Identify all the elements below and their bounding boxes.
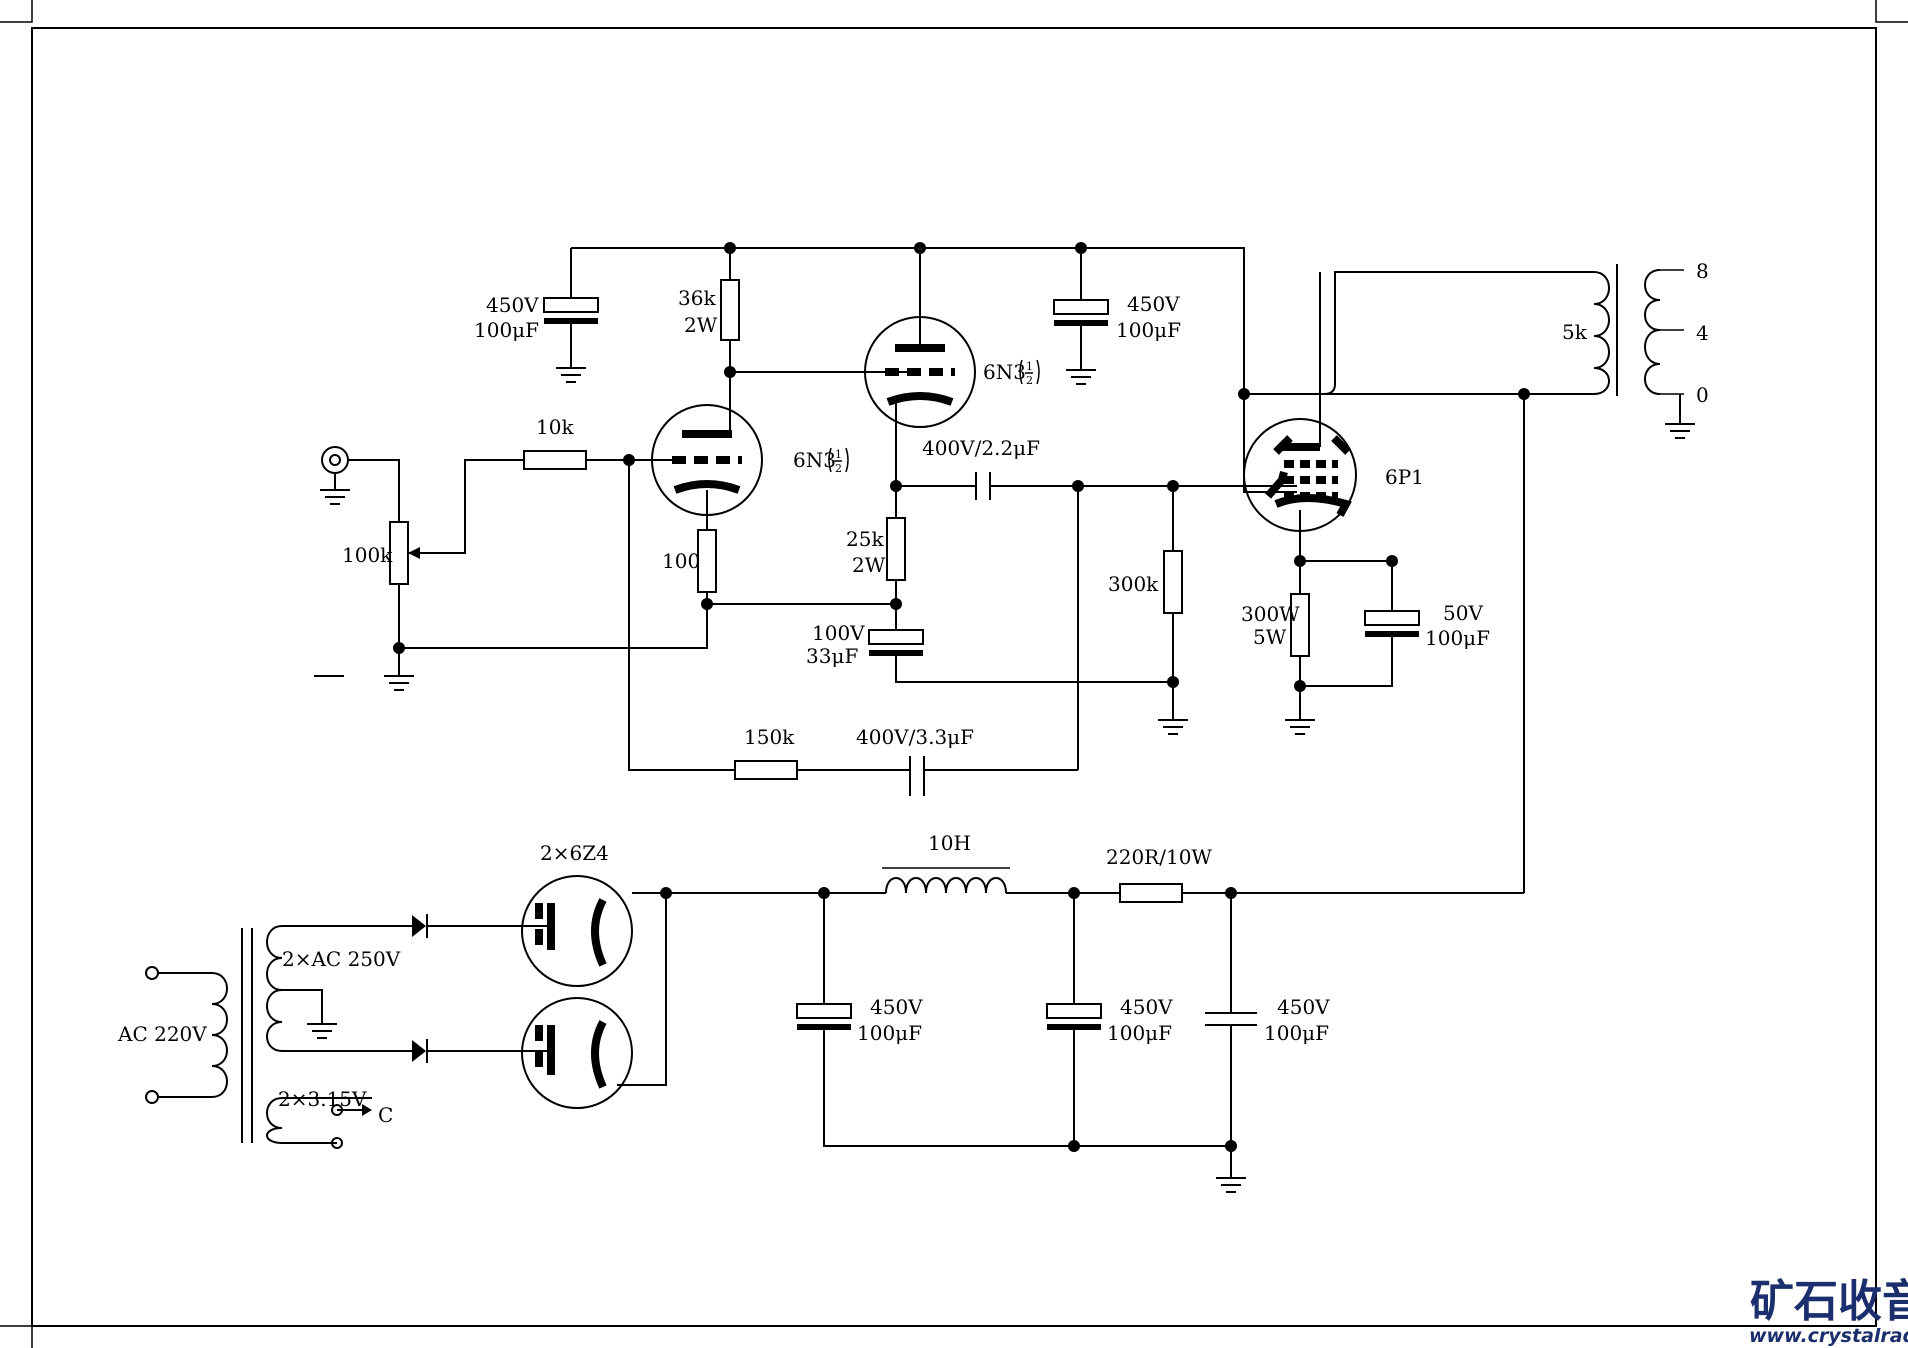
pentode-label: 6P1: [1385, 465, 1424, 489]
pt-hv-label: 2×AC 250V: [282, 947, 401, 971]
r300w-value: 300W: [1241, 602, 1300, 626]
triode-v1: 6N3 1 2: [651, 404, 849, 530]
power-transformer: AC 220V 2×AC 250V 2×3.15V C: [117, 925, 412, 1149]
fc1-voltage: 450V: [870, 995, 923, 1019]
choke-label: 10H: [928, 831, 971, 855]
r25k-power: 2W: [852, 553, 886, 577]
watermark: 矿石收音机 www.crystalradio.cn: [1749, 1276, 1908, 1347]
coupling-cap-label: 400V/2.2μF: [922, 436, 1040, 460]
coupling-capacitor: 400V/2.2μF: [896, 436, 1297, 770]
svg-text:1: 1: [1026, 360, 1033, 373]
fc3-voltage: 450V: [1277, 995, 1330, 1019]
hv-filter: 10H 220R/10W 450V 100μF 450V 100μF 450V …: [632, 831, 1524, 1193]
c33-value: 33μF: [806, 644, 858, 668]
rectifier-tubes: 2×6Z4: [521, 841, 667, 1109]
fc2-value: 100μF: [1107, 1021, 1172, 1045]
c1-value: 100μF: [474, 318, 539, 342]
svg-text:1: 1: [835, 448, 842, 461]
pot-label: 100k: [342, 543, 393, 567]
watermark-name: 矿石收音机: [1750, 1276, 1908, 1327]
capacitor-33uf: 100V 33μF: [806, 604, 1173, 683]
output-transformer: 5k 8 4 0: [1244, 259, 1709, 893]
svg-text:2: 2: [835, 462, 842, 475]
r25k-value: 25k: [846, 527, 884, 551]
pentode-cathode: 300W 5W 50V 100μF: [1241, 560, 1490, 735]
diodes: [412, 914, 540, 1063]
resistor-300k: 300k: [1108, 486, 1188, 735]
fc2-voltage: 450V: [1120, 995, 1173, 1019]
r220-label: 220R/10W: [1106, 845, 1212, 869]
rectifier-label: 2×6Z4: [540, 841, 609, 865]
heater-output-label: C: [378, 1103, 393, 1127]
r300w-power: 5W: [1253, 625, 1287, 649]
resistor-25k: 25k 2W: [846, 486, 906, 604]
r10k-label: 10k: [536, 415, 574, 439]
resistor-36k: 36k 2W: [678, 248, 920, 430]
svg-text:2: 2: [1026, 374, 1033, 387]
r300k-label: 300k: [1108, 572, 1159, 596]
tap-8: 8: [1696, 259, 1709, 283]
capacitor-c2: 450V 100μF: [1053, 248, 1181, 385]
c50v-voltage: 50V: [1443, 601, 1483, 625]
input-section: 100k 10k: [314, 415, 708, 691]
c50v-value: 100μF: [1425, 626, 1490, 650]
fc3-value: 100μF: [1264, 1021, 1329, 1045]
fc1-value: 100μF: [857, 1021, 922, 1045]
triode-v2: 6N3 1 2: [864, 248, 1040, 486]
r36k-value: 36k: [678, 286, 716, 310]
feedback-network: 150k 400V/3.3μF: [628, 460, 1078, 796]
capacitor-c1: 450V 100μF: [474, 293, 599, 383]
v2-label: 6N3: [983, 360, 1026, 384]
watermark-url: www.crystalradio.cn: [1749, 1325, 1908, 1347]
junction-dots: [393, 242, 1530, 1152]
c2-voltage: 450V: [1127, 292, 1180, 316]
r150k-label: 150k: [744, 725, 795, 749]
fb-cap-label: 400V/3.3μF: [856, 725, 974, 749]
c2-value: 100μF: [1116, 318, 1181, 342]
pt-primary-label: AC 220V: [117, 1022, 207, 1046]
pentode-6p1: 6P1: [1243, 272, 1424, 561]
ot-primary-label: 5k: [1562, 320, 1588, 344]
r36k-power: 2W: [684, 313, 718, 337]
c33-voltage: 100V: [812, 621, 865, 645]
pt-heater-label: 2×3.15V: [278, 1087, 367, 1111]
c1-voltage: 450V: [486, 293, 539, 317]
tap-0: 0: [1696, 383, 1709, 407]
r100-label: 100: [662, 549, 700, 573]
tap-4: 4: [1696, 321, 1709, 345]
